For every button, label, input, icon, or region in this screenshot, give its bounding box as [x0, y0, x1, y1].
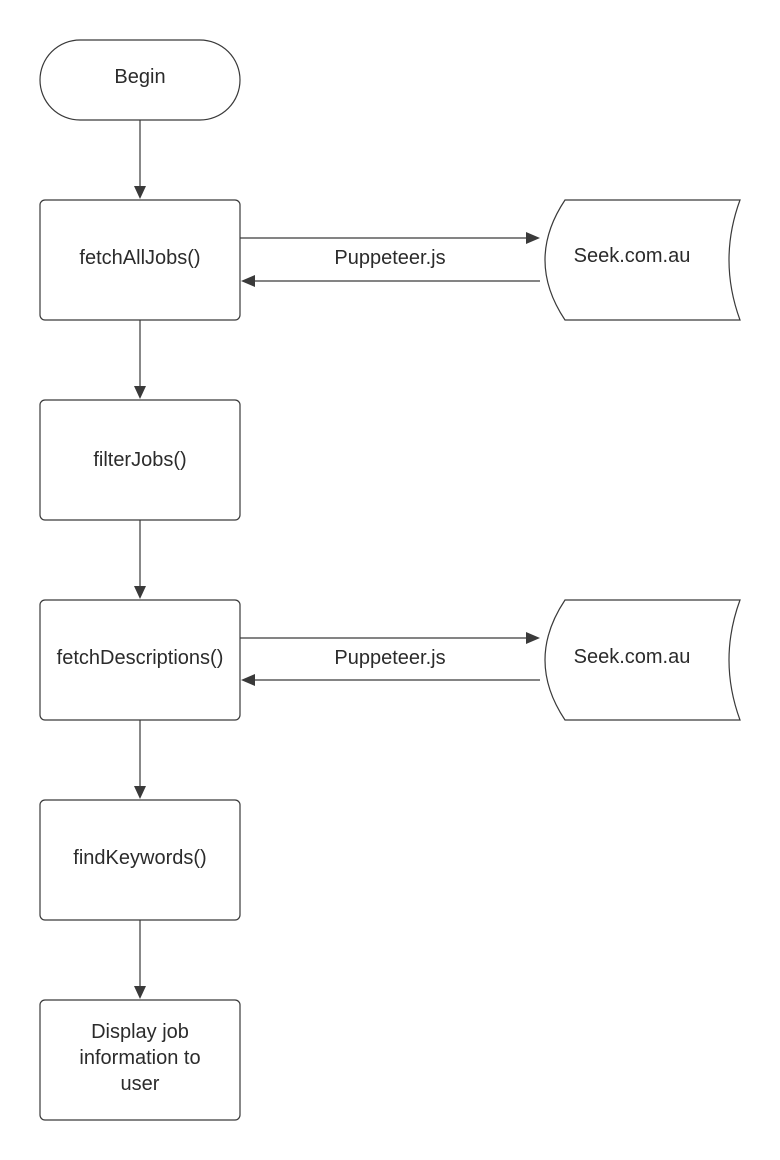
seek-datastore-2-label: Seek.com.au: [574, 646, 691, 668]
edge-begin-to-fetch-all-jobs: [134, 120, 146, 199]
filter-jobs-label: filterJobs(): [93, 449, 186, 471]
begin-node: Begin: [39, 39, 241, 121]
filter-jobs-node: filterJobs(): [39, 399, 241, 521]
seek-datastore-2-shape: [544, 599, 741, 721]
arrowhead-down: [134, 186, 146, 199]
seek-datastore-1: Seek.com.au: [544, 199, 741, 321]
seek-datastore-1-label: Seek.com.au: [574, 245, 691, 267]
edge-fetch-descriptions-to-seek: [240, 632, 540, 644]
fetch-descriptions-label: fetchDescriptions(): [57, 647, 224, 669]
display-label-line-3: user: [121, 1073, 160, 1095]
fetch-all-jobs-label: fetchAllJobs(): [79, 247, 200, 269]
edge-seek-to-fetch-descriptions: [241, 674, 540, 686]
display-label-line-1: Display job: [91, 1021, 189, 1043]
find-keywords-node: findKeywords(): [39, 799, 241, 921]
arrowhead-down: [134, 586, 146, 599]
puppeteer-label-2: Puppeteer.js: [334, 647, 445, 669]
fetch-descriptions-node: fetchDescriptions(): [39, 599, 241, 721]
arrowhead-right: [526, 232, 540, 244]
arrowhead-left: [241, 275, 255, 287]
display-label-line-2: information to: [79, 1047, 200, 1069]
arrowhead-right: [526, 632, 540, 644]
edge-find-keywords-to-display: [134, 920, 146, 999]
edge-fetch-all-jobs-to-filter-jobs: [134, 320, 146, 399]
find-keywords-label: findKeywords(): [73, 847, 206, 869]
edge-fetch-all-jobs-to-seek: [240, 232, 540, 244]
arrowhead-left: [241, 674, 255, 686]
arrowhead-down: [134, 386, 146, 399]
edge-seek-to-fetch-all-jobs: [241, 275, 540, 287]
puppeteer-label-1: Puppeteer.js: [334, 247, 445, 269]
display-node: Display job information to user: [39, 999, 241, 1121]
seek-datastore-2: Seek.com.au: [544, 599, 741, 721]
arrowhead-down: [134, 986, 146, 999]
seek-datastore-1-shape: [544, 199, 741, 321]
edge-fetch-descriptions-to-find-keywords: [134, 720, 146, 799]
arrowhead-down: [134, 786, 146, 799]
begin-label: Begin: [114, 66, 165, 88]
edge-filter-jobs-to-fetch-descriptions: [134, 520, 146, 599]
fetch-all-jobs-node: fetchAllJobs(): [39, 199, 241, 321]
display-shape: [39, 999, 241, 1121]
